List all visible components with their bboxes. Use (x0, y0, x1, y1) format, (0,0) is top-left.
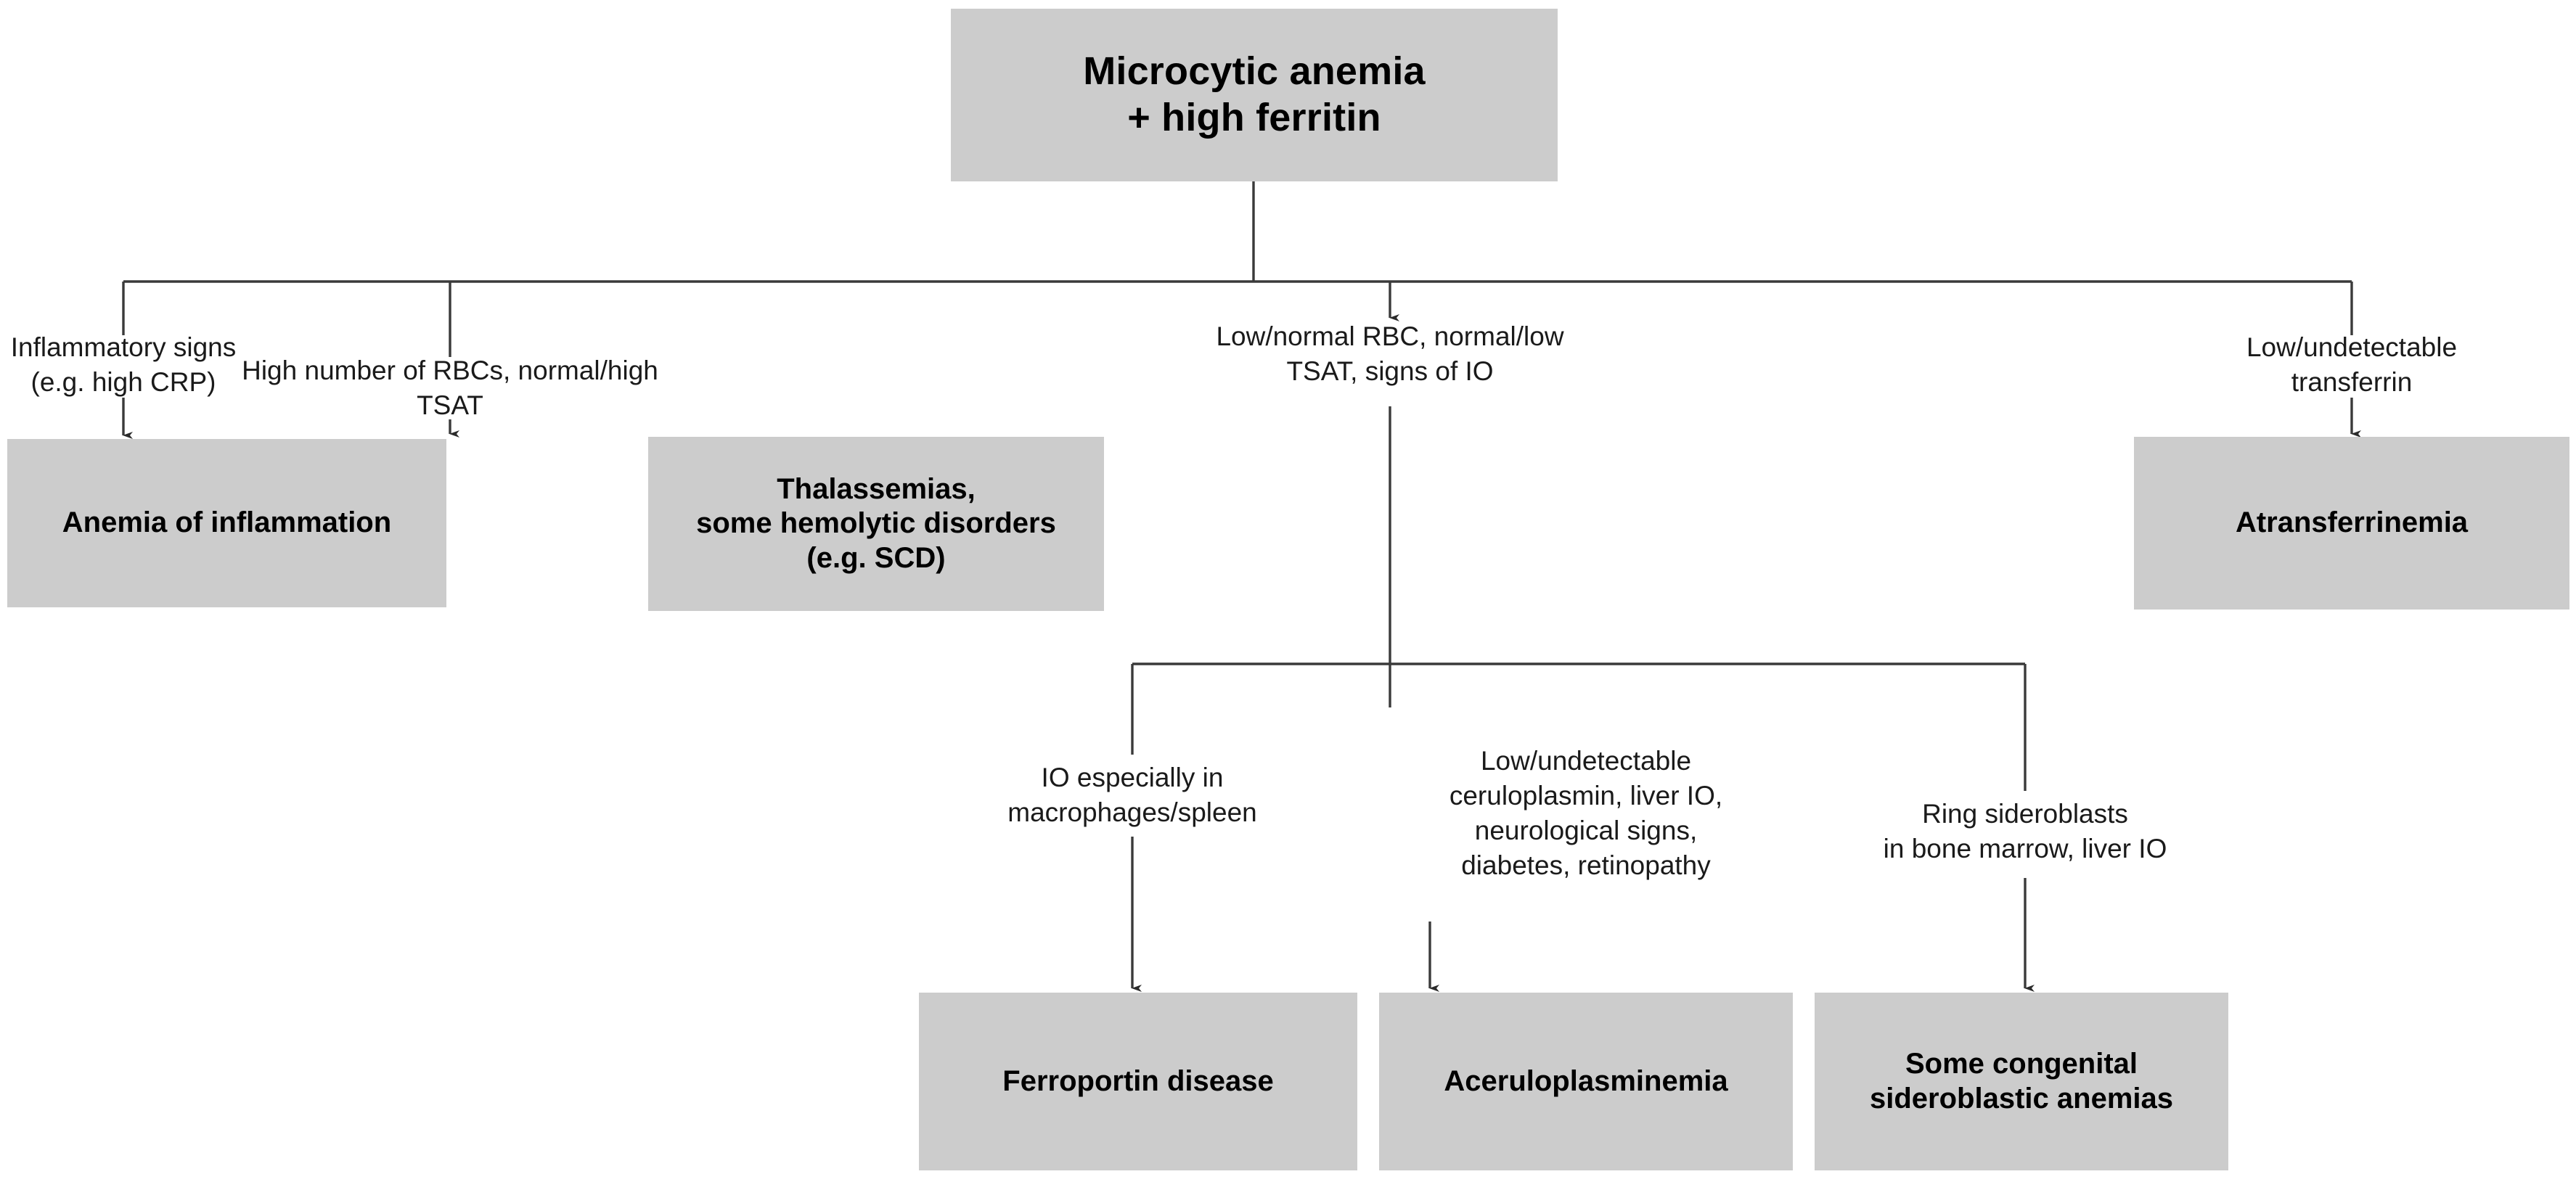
node-aceruloplasminemia[interactable]: Aceruloplasminemia (1379, 993, 1793, 1170)
edge-label-branch-3: Low/normal RBC, normal/low TSAT, signs o… (1216, 321, 1564, 387)
node-root[interactable]: Microcytic anemia + high ferritin (951, 9, 1558, 181)
node-ferroportin-disease[interactable]: Ferroportin disease (919, 993, 1357, 1170)
node-atransferrinemia[interactable]: Atransferrinemia (2134, 437, 2569, 610)
edge-label-branch-1: Inflammatory signs (e.g. high CRP) (10, 332, 237, 398)
node-congenital-sideroblastic-anemias[interactable]: Some congenital sideroblastic anemias (1815, 993, 2228, 1170)
edge-label-sub-3: Ring sideroblasts in bone marrow, liver … (1883, 799, 2167, 864)
edge-label-sub-1: IO especially in macrophages/spleen (1007, 763, 1257, 828)
edge-label-branch-4: Low/undetectable transferrin (2246, 332, 2458, 398)
edge-label-sub-2: Low/undetectable ceruloplasmin, liver IO… (1449, 746, 1723, 881)
node-anemia-of-inflammation[interactable]: Anemia of inflammation (7, 439, 446, 607)
node-thalassemias-hemolytic-disorders[interactable]: Thalassemias, some hemolytic disorders (… (648, 437, 1104, 611)
edge-label-branch-2: High number of RBCs, normal/high TSAT (242, 356, 658, 421)
